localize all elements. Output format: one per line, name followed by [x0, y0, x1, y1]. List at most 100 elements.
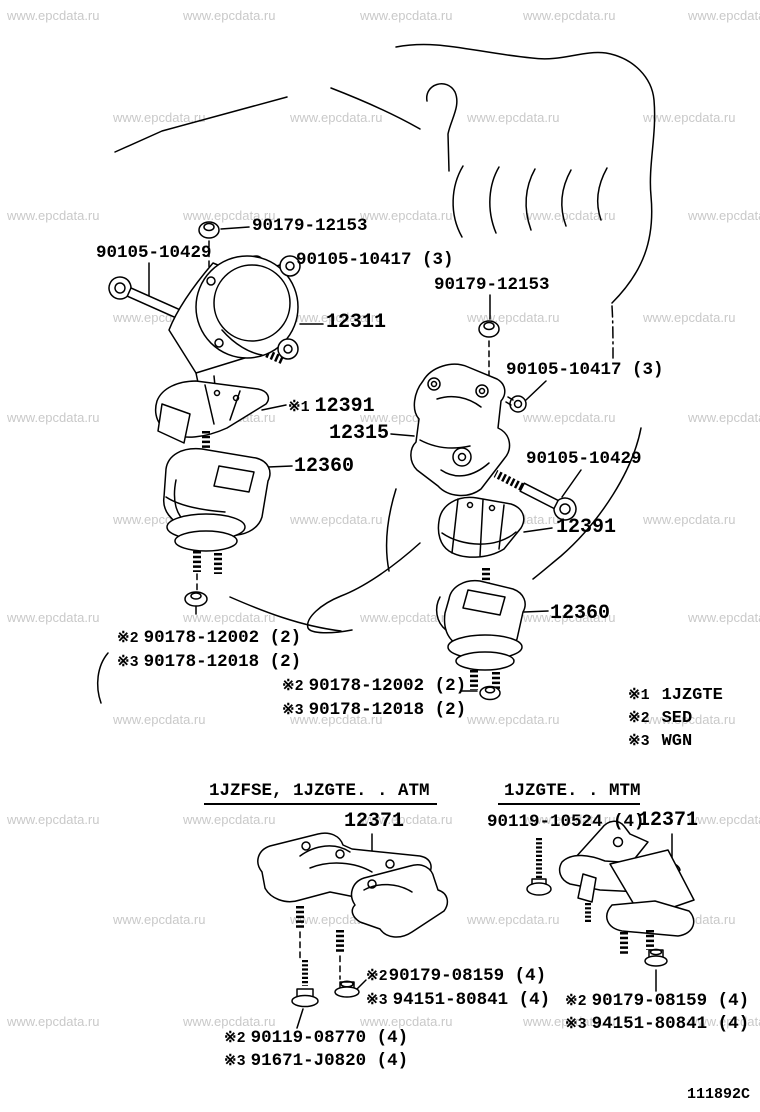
- label-12315: 12315: [329, 422, 390, 445]
- part-number: 90178-12002 (2): [308, 676, 467, 696]
- ref-mark: ※2: [224, 1030, 246, 1047]
- watermark-text: www.epcdata.ru: [290, 310, 383, 325]
- label-12371-atm: 12371: [344, 810, 405, 833]
- ref-mark: ※2: [366, 968, 388, 985]
- nut-90178-left: [184, 591, 208, 607]
- part-number: 90119-08770 (4): [250, 1028, 409, 1048]
- drawing-code: 111892C: [687, 1086, 751, 1103]
- watermark-text: www.epcdata.ru: [360, 610, 453, 625]
- watermark-text: www.epcdata.ru: [688, 1014, 760, 1029]
- bolt-90105-10417-right: [505, 395, 527, 413]
- watermark-text: www.epcdata.ru: [360, 1014, 453, 1029]
- watermark-text: www.epcdata.ru: [113, 912, 206, 927]
- engine-mount-bracket-12311: [168, 255, 301, 397]
- watermark-text: www.epcdata.ru: [7, 610, 100, 625]
- watermark-text: www.epcdata.ru: [523, 610, 616, 625]
- watermark-text: www.epcdata.ru: [290, 512, 383, 527]
- watermark-text: www.epcdata.ru: [183, 1014, 276, 1029]
- mtm-title-underline: [498, 803, 640, 805]
- watermark-text: www.epcdata.ru: [523, 410, 616, 425]
- part-number: 90178-12018 (2): [308, 700, 467, 720]
- legend-value: SED: [661, 709, 693, 728]
- watermark-text: www.epcdata.ru: [7, 8, 100, 23]
- atm-title-underline: [204, 803, 437, 805]
- ref-mark: ※1: [288, 399, 310, 416]
- label-90179-12153-right: 90179-12153: [434, 275, 550, 295]
- car-body-outline: [96, 43, 656, 704]
- watermark-text: www.epcdata.ru: [183, 208, 276, 223]
- label-90119-10524: 90119-10524 (4): [487, 812, 645, 832]
- label-12360-left: 12360: [294, 455, 355, 478]
- part-number: 90178-12002 (2): [143, 628, 302, 648]
- watermark-text: www.epcdata.ru: [688, 410, 760, 425]
- watermark-text: www.epcdata.ru: [523, 1014, 616, 1029]
- ref-mark: ※2: [282, 678, 304, 695]
- watermark-text: www.epcdata.ru: [467, 712, 560, 727]
- nut-90179-12153-right: [478, 320, 500, 338]
- watermark-text: www.epcdata.ru: [360, 812, 453, 827]
- label-90105-10429-right: 90105-10429: [526, 449, 642, 469]
- watermark-text: www.epcdata.ru: [523, 812, 616, 827]
- ref-mark: ※2: [117, 630, 139, 647]
- mounting-bracket-12315: [410, 363, 511, 497]
- watermark-text: www.epcdata.ru: [113, 110, 206, 125]
- part-number: 12391: [314, 395, 375, 418]
- label-12311: 12311: [326, 311, 387, 334]
- watermark-text: www.epcdata.ru: [643, 110, 736, 125]
- watermark-text: www.epcdata.ru: [643, 512, 736, 527]
- watermark-text: www.epcdata.ru: [7, 1014, 100, 1029]
- bolt-90119-08770: [291, 960, 319, 1008]
- watermark-text: www.epcdata.ru: [688, 8, 760, 23]
- bolt-90119-10524: [526, 838, 552, 896]
- ref-mark: ※3: [565, 1016, 587, 1033]
- transmission-mount-12371-mtm: [558, 820, 695, 955]
- part-number: 94151-80841 (4): [392, 990, 551, 1010]
- legend-row-1: ※1 1JZGTE: [628, 685, 723, 705]
- watermark-text: www.epcdata.ru: [183, 610, 276, 625]
- section-title-mtm: 1JZGTE. . MTM: [504, 781, 641, 801]
- label-90105-10417-right: 90105-10417 (3): [506, 360, 664, 380]
- ref-mark: ※3: [628, 733, 650, 750]
- watermark-text: www.epcdata.ru: [7, 208, 100, 223]
- nut-90179-12153-left: [198, 221, 220, 239]
- ref-mark: ※3: [366, 992, 388, 1009]
- nut-90179-08159-mtm: [644, 948, 668, 967]
- watermark-text: www.epcdata.ru: [688, 610, 760, 625]
- watermark-text: www.epcdata.ru: [523, 8, 616, 23]
- nut-90179-08159-atm: [334, 980, 360, 998]
- transmission-mount-12371-atm: [257, 832, 449, 952]
- label-12391-right: 12391: [556, 516, 617, 539]
- heat-shield-12391-left: [154, 380, 270, 444]
- ref-mark: ※2: [565, 993, 587, 1010]
- label-90179-12153-left: 90179-12153: [252, 216, 368, 236]
- label-12360-right: 12360: [550, 602, 611, 625]
- legend-value: 1JZGTE: [661, 686, 723, 705]
- bolt-90105-10429-right: [493, 470, 577, 521]
- watermark-text: www.epcdata.ru: [360, 8, 453, 23]
- watermark-text: www.epcdata.ru: [643, 712, 736, 727]
- ref-mark: ※1: [628, 687, 650, 704]
- watermark-text: www.epcdata.ru: [183, 8, 276, 23]
- watermark-text: www.epcdata.ru: [523, 208, 616, 223]
- watermark-text: www.epcdata.ru: [688, 208, 760, 223]
- part-number: 90178-12018 (2): [143, 652, 302, 672]
- engine-mount-12360-left: [163, 431, 271, 574]
- part-number: 90179-08159 (4): [591, 991, 750, 1011]
- watermark-text: www.epcdata.ru: [7, 812, 100, 827]
- label-90105-10429-left: 90105-10429: [96, 243, 212, 263]
- label-90105-10417-left: 90105-10417 (3): [296, 250, 454, 270]
